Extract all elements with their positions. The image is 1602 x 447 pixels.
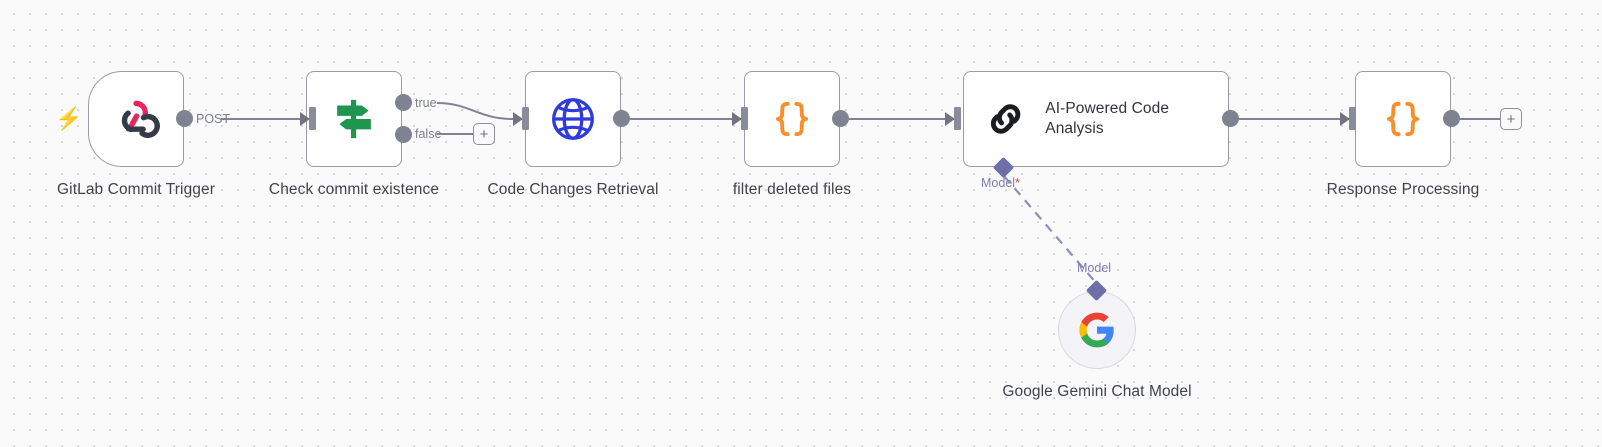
input-port-filter-deleted[interactable] — [741, 107, 748, 130]
webhook-icon — [121, 100, 160, 138]
output-port-true[interactable] — [395, 94, 412, 111]
output-port-false[interactable] — [395, 126, 412, 143]
input-port-code-changes[interactable] — [522, 107, 529, 130]
input-arrow-code-changes — [513, 112, 523, 126]
input-port-check-commit[interactable] — [309, 107, 316, 130]
node-code-changes-retrieval[interactable]: Code Changes Retrieval — [487, 71, 658, 198]
google-g-icon — [1079, 312, 1114, 348]
add-node-button-after-response[interactable]: + — [1500, 108, 1522, 130]
edge-true-to-retrieval — [436, 102, 514, 120]
node-check-commit-existence[interactable]: Check commit existence — [269, 71, 439, 198]
node-google-gemini-chat-model[interactable]: Google Gemini Chat Model — [1002, 291, 1192, 400]
required-marker: * — [1015, 176, 1020, 190]
chain-link-icon — [990, 104, 1021, 134]
input-port-ai-analysis[interactable] — [954, 107, 961, 130]
node-label-google-gemini-chat-model: Google Gemini Chat Model — [1002, 383, 1192, 400]
node-label-gitlab-commit-trigger: GitLab Commit Trigger — [56, 181, 216, 198]
curly-braces-code-icon — [1386, 101, 1420, 137]
output-port-response-processing[interactable] — [1443, 110, 1460, 127]
sub-port-label-model-gemini: Model — [1077, 261, 1112, 275]
input-port-response-processing[interactable] — [1349, 107, 1356, 130]
globe-icon — [552, 98, 594, 140]
node-label-response-processing: Response Processing — [1326, 181, 1480, 198]
output-port-gitlab-trigger[interactable] — [176, 110, 193, 127]
port-label-false: false — [415, 127, 442, 141]
add-node-button-false-branch[interactable]: + — [473, 123, 495, 145]
node-gitlab-commit-trigger[interactable]: GitLab Commit Trigger — [57, 71, 215, 198]
node-label-filter-deleted-files: filter deleted files — [732, 181, 852, 198]
node-label-check-commit-existence: Check commit existence — [268, 181, 440, 198]
node-response-processing[interactable]: Response Processing — [1327, 71, 1479, 198]
lightning-bolt-icon: ⚡ — [55, 106, 83, 131]
input-arrow-check-commit — [300, 112, 310, 126]
output-port-filter-deleted[interactable] — [832, 110, 849, 127]
port-label-post: POST — [196, 112, 231, 126]
node-ai-powered-code-analysis[interactable]: AI-Powered Code Analysis — [963, 71, 1229, 167]
sub-port-label-model-text: Model — [981, 176, 1016, 190]
node-label-code-changes-retrieval: Code Changes Retrieval — [487, 181, 659, 198]
curly-braces-code-icon — [775, 101, 809, 137]
node-filter-deleted-files[interactable]: filter deleted files — [733, 71, 851, 198]
output-port-ai-analysis[interactable] — [1222, 110, 1239, 127]
signpost-if-icon — [337, 99, 371, 139]
port-label-true: true — [415, 96, 437, 110]
node-label-ai-powered-code-analysis: AI-Powered Code Analysis — [1045, 100, 1170, 137]
output-port-code-changes[interactable] — [613, 110, 630, 127]
sub-port-label-model-required: Model* — [981, 176, 1020, 190]
